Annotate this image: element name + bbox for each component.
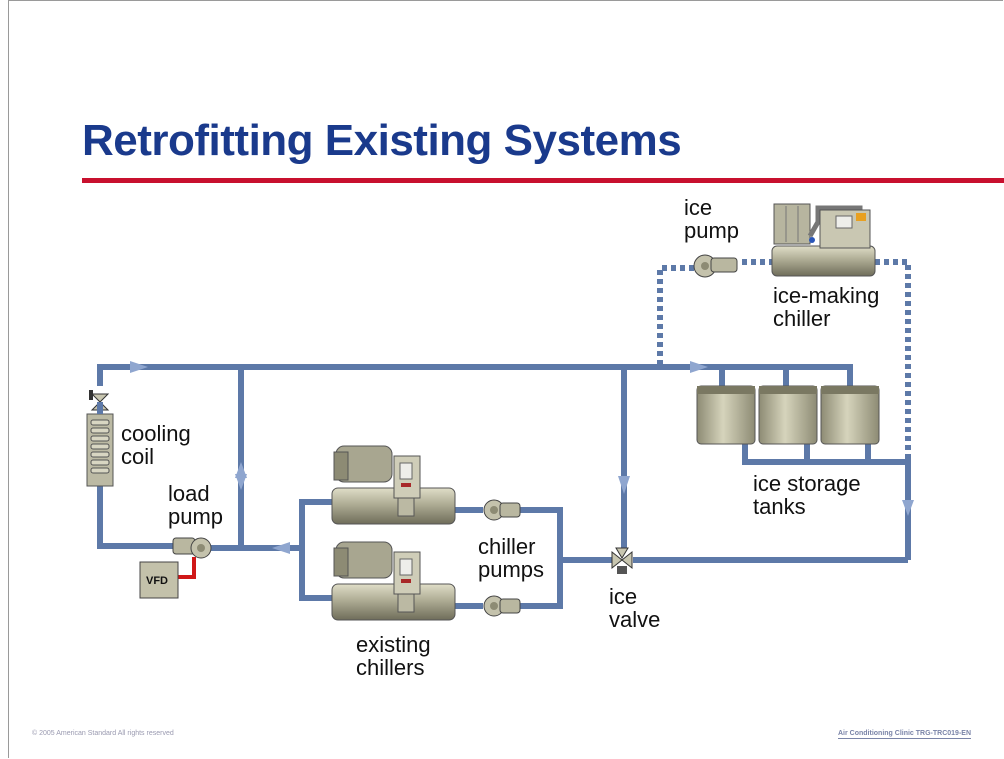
label-load-pump-line2: pump xyxy=(168,504,224,529)
ice-storage-tank-2 xyxy=(758,385,818,445)
slide-frame xyxy=(8,0,1003,758)
vfd-label: VFD xyxy=(146,575,168,587)
label-ice-storage-tanks-line1: ice storage xyxy=(753,471,861,496)
label-ice-valve-line1: ice xyxy=(609,584,638,609)
chiller-pump-2 xyxy=(483,595,521,617)
ice-valve xyxy=(611,547,633,574)
ice-storage-tank-3 xyxy=(820,385,880,445)
slide-title: Retrofitting Existing Systems xyxy=(82,116,682,165)
flow-arrows xyxy=(130,361,914,554)
label-ice-pump-line2: pump xyxy=(684,218,740,243)
label-existing-chillers-line2: chillers xyxy=(356,655,425,680)
label-chiller-pumps-line2: pumps xyxy=(478,557,545,582)
existing-chiller-2 xyxy=(331,541,456,621)
cooling-coil xyxy=(86,413,114,487)
bypass-pipe xyxy=(238,367,627,548)
footer-copyright: © 2005 American Standard All rights rese… xyxy=(32,730,174,737)
label-ice-making-chiller-line1: ice-making xyxy=(773,283,880,308)
supply-header-pipe xyxy=(97,364,853,388)
label-cooling-coil-line1: cooling xyxy=(121,421,191,446)
ice-pump xyxy=(693,254,738,278)
vfd-wire xyxy=(178,557,196,579)
label-chiller-pumps-line1: chiller xyxy=(478,534,536,559)
chiller-pump-1 xyxy=(483,499,521,521)
label-ice-making-chiller-line2: chiller xyxy=(773,306,831,331)
label-ice-valve-line2: valve xyxy=(609,607,661,632)
title-underline xyxy=(82,178,1004,183)
load-pump xyxy=(172,537,212,559)
chiller-loop-pipe xyxy=(299,499,483,609)
existing-chiller-1 xyxy=(331,445,456,525)
label-load-pump-line1: load xyxy=(168,481,210,506)
label-ice-pump-line1: ice xyxy=(684,195,713,220)
label-ice-storage-tanks-line2: tanks xyxy=(753,494,806,519)
ice-making-chiller xyxy=(771,203,876,277)
label-cooling-coil-line2: coil xyxy=(121,444,155,469)
ice-storage-tank-1 xyxy=(696,385,756,445)
coil-control-valve xyxy=(89,390,110,414)
vfd-box: VFD xyxy=(139,561,179,599)
ice-chiller-loop-pipe xyxy=(657,259,911,500)
label-existing-chillers-line1: existing xyxy=(356,632,431,657)
footer-course-code: Air Conditioning Clinic TRG-TRC019-EN xyxy=(838,730,971,739)
